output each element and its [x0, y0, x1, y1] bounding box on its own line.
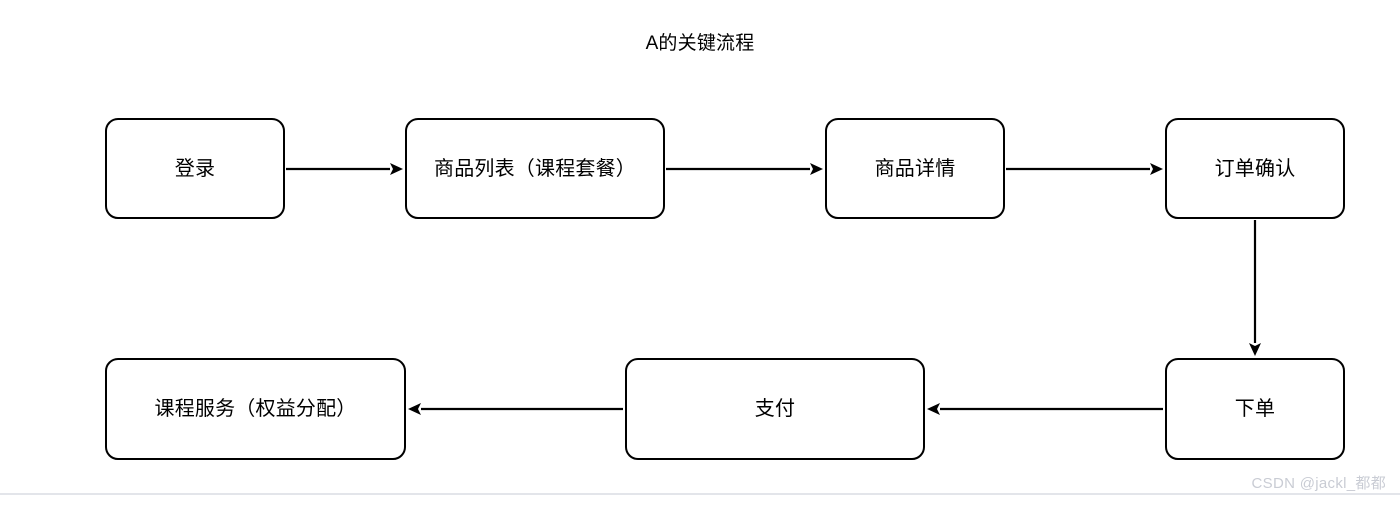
- node-product-list[interactable]: 商品列表（课程套餐）: [405, 118, 665, 219]
- edge-detail-to-confirm: [1006, 163, 1163, 175]
- edge-confirm-to-order: [1249, 220, 1261, 356]
- node-place-order[interactable]: 下单: [1165, 358, 1345, 460]
- node-login[interactable]: 登录: [105, 118, 285, 219]
- edge-login-to-list: [286, 163, 403, 175]
- node-order-confirm-label: 订单确认: [1214, 157, 1296, 180]
- node-course-service-label: 课程服务（权益分配）: [154, 398, 357, 420]
- node-product-list-label: 商品列表（课程套餐）: [434, 157, 636, 180]
- arrowhead-icon: [1249, 343, 1261, 356]
- edge-order-to-pay: [927, 403, 1163, 415]
- node-order-confirm[interactable]: 订单确认: [1165, 118, 1345, 219]
- arrowhead-icon: [927, 403, 940, 415]
- footer-divider: [0, 493, 1400, 495]
- arrowhead-icon: [1150, 163, 1163, 175]
- arrowhead-icon: [810, 163, 823, 175]
- node-product-detail-label: 商品详情: [874, 157, 956, 180]
- edge-list-to-detail: [666, 163, 823, 175]
- node-payment[interactable]: 支付: [625, 358, 925, 460]
- node-course-service[interactable]: 课程服务（权益分配）: [105, 358, 406, 460]
- node-place-order-label: 下单: [1234, 398, 1276, 420]
- page-title: A的关键流程: [645, 33, 755, 54]
- watermark: CSDN @jackl_都都: [1251, 475, 1386, 492]
- arrowhead-icon: [408, 403, 421, 415]
- arrowhead-icon: [390, 163, 403, 175]
- node-payment-label: 支付: [754, 398, 796, 420]
- node-product-detail[interactable]: 商品详情: [825, 118, 1005, 219]
- node-login-label: 登录: [174, 157, 216, 180]
- edge-pay-to-service: [408, 403, 623, 415]
